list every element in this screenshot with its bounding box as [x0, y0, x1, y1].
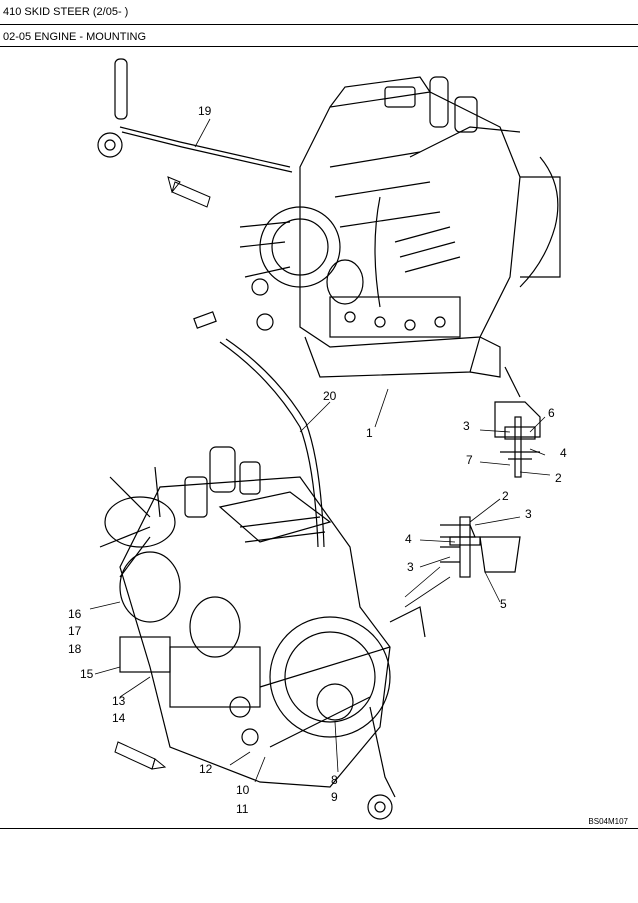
lower-mount-detail-drawing — [440, 516, 521, 578]
callout-17: 17 — [68, 624, 82, 638]
engine-illustration — [89, 58, 561, 820]
callout-8: 8 — [331, 773, 338, 787]
parts-diagram: 19 20 1 6 3 4 7 2 2 3 4 3 5 16 17 18 15 … — [0, 47, 638, 829]
callout-20: 20 — [323, 389, 337, 403]
callout-10: 10 — [236, 783, 250, 797]
callout-15: 15 — [80, 667, 94, 681]
callout-3-lower-left: 3 — [407, 560, 414, 574]
callout-2-upper: 2 — [555, 471, 562, 485]
callout-5: 5 — [500, 597, 507, 611]
callout-3-lower-right: 3 — [525, 507, 532, 521]
callout-2-lower: 2 — [502, 489, 509, 503]
callout-4-lower: 4 — [405, 532, 412, 546]
lower-engine-drawing — [99, 446, 426, 820]
dipstick-tube-drawing — [193, 311, 325, 548]
callout-14: 14 — [112, 711, 126, 725]
callout-13: 13 — [112, 694, 126, 708]
throttle-cable-drawing — [97, 58, 293, 173]
callout-18: 18 — [68, 642, 82, 656]
direction-arrows — [114, 176, 211, 770]
callout-19: 19 — [198, 104, 212, 118]
callout-1: 1 — [366, 426, 373, 440]
callout-3-upper: 3 — [463, 419, 470, 433]
callout-11: 11 — [236, 802, 249, 816]
header-model: 410 SKID STEER (2/05- ) — [0, 0, 638, 25]
callout-leaders — [89, 118, 551, 783]
figure-id: BS04M107 — [588, 817, 628, 826]
header-section: 02-05 ENGINE - MOUNTING — [0, 25, 638, 47]
blank-footer-area — [0, 829, 638, 903]
callout-9: 9 — [331, 790, 338, 804]
upper-mount-detail-drawing — [494, 366, 541, 478]
callout-4-upper: 4 — [560, 446, 567, 460]
callout-12: 12 — [199, 762, 213, 776]
upper-engine-drawing — [239, 76, 561, 378]
callout-16: 16 — [68, 607, 82, 621]
callout-6: 6 — [548, 406, 555, 420]
callout-7: 7 — [466, 453, 473, 467]
